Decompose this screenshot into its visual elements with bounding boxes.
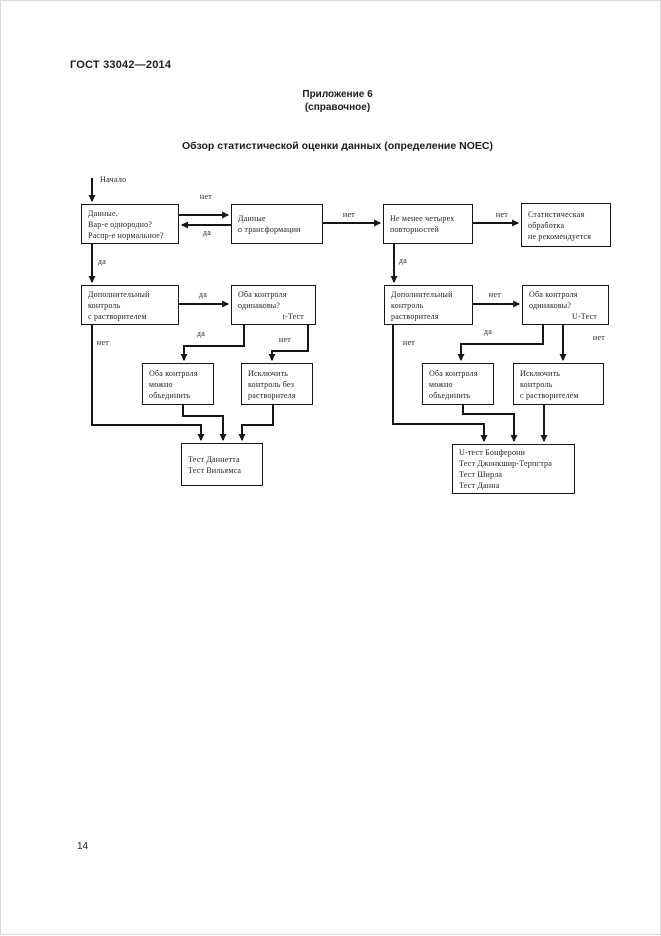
edge-label-no: нет (96, 338, 110, 347)
node-line: Тест Вильямса (188, 465, 242, 475)
node-line: Исключить (248, 368, 289, 378)
node-line: Распр-е нормальное? (88, 230, 164, 240)
node-test-name: U-Тест (571, 311, 597, 321)
node-line: с растворителем (88, 311, 147, 321)
node-line: Тест Ширла (459, 470, 503, 479)
connector-solventleft-to-testsleft (91, 325, 205, 442)
connector-solventright-to-testsright (392, 325, 488, 443)
edge-label-no: нет (342, 210, 356, 219)
edge-label-yes: да (198, 290, 208, 299)
appendix-type: (справочное) (304, 102, 371, 113)
flowchart-node-no-stats: Статистическая обработка не рекомендуетс… (521, 203, 611, 247)
flowchart-node-solvent-control-right: Дополнительный контроль растворителя (384, 285, 473, 325)
edge-label-no: нет (592, 333, 606, 342)
flowchart-node-exclude-right: Исключить контроль с растворителем (513, 363, 604, 405)
node-line: Вар-е однородно? (88, 219, 153, 229)
node-line: Оба контроля (529, 289, 578, 299)
node-line: Статистическая (528, 209, 585, 219)
node-line: не рекомендуется (528, 231, 592, 241)
node-line: объединить (429, 390, 471, 400)
connector-excludeleft-to-testsleft (238, 405, 274, 442)
connector-ttest-to-mergeleft (180, 325, 245, 362)
node-line: Оба контроля (238, 289, 287, 299)
node-line: повторностей (390, 225, 440, 234)
doc-number: ГОСТ 33042—2014 (70, 59, 172, 71)
node-line: растворителя (248, 390, 296, 400)
flowchart-node-transformation: Данные о трансформации (231, 204, 323, 244)
node-line: Оба контроля (149, 368, 198, 378)
node-line: одинаковы? (529, 300, 572, 310)
edge-label-yes: да (196, 329, 206, 338)
appendix-heading: Приложение 6 (302, 89, 373, 100)
node-line: контроль (520, 379, 553, 389)
node-line: объединить (149, 390, 191, 400)
connector-mergeleft-to-testsleft (182, 405, 227, 442)
edge-label-yes: да (202, 228, 212, 237)
edge-label-yes: да (97, 257, 107, 266)
node-line: контроль без (248, 379, 295, 389)
node-line: Данные. (88, 208, 118, 218)
node-line: растворителя (391, 311, 439, 321)
edge-label-no: нет (488, 290, 502, 299)
node-line: одинаковы? (238, 300, 281, 310)
node-line: Оба контроля (429, 368, 478, 378)
connector-ttest-to-excludeleft (268, 325, 309, 362)
node-line: Тест Джонкшир-Терпстра (459, 459, 552, 468)
flowchart-node-t-test: Оба контроля одинаковы? t-Тест (231, 285, 316, 325)
node-line: U-тест Бонферони (459, 448, 526, 457)
node-line: контроль (391, 300, 424, 310)
flowchart-node-merge-right: Оба контроля можно объединить (422, 363, 494, 405)
page-number: 14 (77, 841, 89, 852)
node-line: Исключить (520, 368, 561, 378)
node-line: контроль (88, 300, 121, 310)
edge-label-no: нет (199, 192, 213, 201)
node-line: Тест Данна (459, 481, 500, 490)
connector-mergeright-to-testsright (462, 405, 518, 443)
edge-label-yes: да (398, 256, 408, 265)
flowchart-node-u-test: Оба контроля одинаковы? U-Тест (522, 285, 609, 325)
node-line: можно (429, 379, 453, 389)
flowchart-node-solvent-control-left: Дополнительный контроль с растворителем (81, 285, 179, 325)
node-line: Не менее четырех (390, 214, 455, 223)
node-line: можно (149, 379, 173, 389)
edge-label-no: нет (495, 210, 509, 219)
flowchart-node-merge-left: Оба контроля можно объединить (142, 363, 214, 405)
edge-label-no: нет (402, 338, 416, 347)
edge-label-no: нет (278, 335, 292, 344)
node-line: Дополнительный (391, 289, 453, 299)
node-line: Данные (238, 214, 266, 223)
node-test-name: t-Тест (282, 311, 304, 321)
flowchart-node-replicates: Не менее четырех повторностей (383, 204, 473, 244)
page-title: Обзор статистической оценки данных (опре… (182, 140, 493, 152)
flowchart-node-tests-left: Тест Даннетта Тест Вильямса (181, 443, 263, 486)
flowchart-node-tests-right: U-тест Бонферони Тест Джонкшир-Терпстра … (452, 444, 575, 494)
node-line: Дополнительный (88, 289, 150, 299)
edge-label-yes: да (483, 327, 493, 336)
edge-label-start: Начало (100, 175, 127, 184)
node-line: с растворителем (520, 390, 579, 400)
flowchart-node-exclude-left: Исключить контроль без растворителя (241, 363, 313, 405)
node-line: о трансформации (238, 225, 301, 234)
flowchart-node-data-check: Данные. Вар-е однородно? Распр-е нормаль… (81, 204, 179, 244)
connector-utest-to-mergeright (457, 325, 544, 362)
node-line: обработка (528, 220, 565, 230)
node-line: Тест Даннетта (188, 454, 240, 464)
